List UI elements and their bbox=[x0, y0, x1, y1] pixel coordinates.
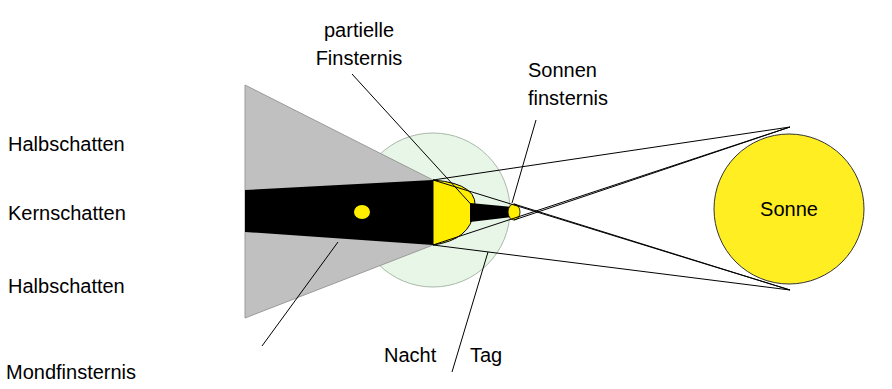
night-label: Nacht bbox=[384, 341, 454, 369]
sun-circle: Sonne bbox=[713, 133, 865, 285]
solar-eclipse-label: Sonnen finsternis bbox=[528, 56, 640, 112]
leader-lines bbox=[262, 74, 536, 372]
umbra bbox=[245, 180, 433, 245]
lunar-eclipse-label: Mondfinsternis bbox=[6, 358, 206, 386]
partial-eclipse-label: partielle Finsternis bbox=[295, 16, 423, 72]
penumbra bbox=[245, 85, 433, 318]
day-label: Tag bbox=[470, 341, 530, 369]
penumbra-label: Halbschatten bbox=[8, 272, 168, 300]
umbra-label: Kernschatten bbox=[8, 199, 168, 227]
earth-day-side bbox=[433, 180, 475, 245]
moon-umbra bbox=[470, 203, 512, 222]
moon bbox=[354, 205, 370, 219]
penumbra-label: Halbschatten bbox=[8, 130, 168, 158]
sun-label: Sonne bbox=[760, 198, 818, 221]
